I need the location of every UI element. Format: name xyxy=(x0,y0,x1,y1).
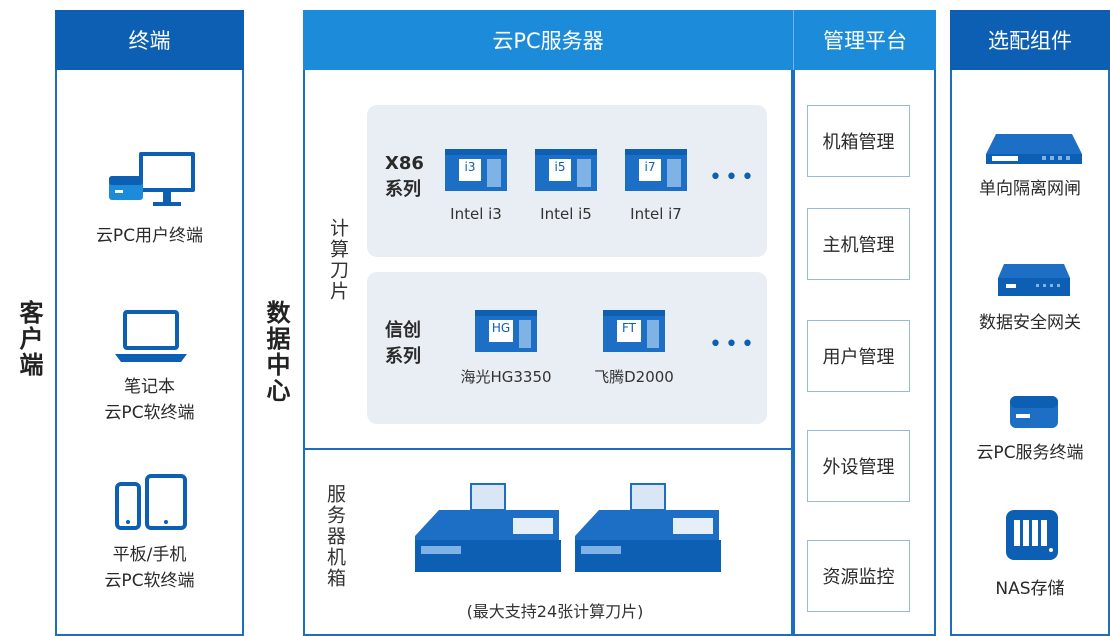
blade-ft-icon xyxy=(603,310,665,352)
security-gateway-icon xyxy=(998,264,1070,296)
chassis-divider xyxy=(305,448,791,450)
optional-header: 选配组件 xyxy=(950,10,1110,70)
isolation-gateway-icon xyxy=(986,134,1082,164)
blade-hg-label: 海光HG3350 xyxy=(460,368,552,386)
laptop-label: 笔记本 云PC软终端 xyxy=(104,377,195,423)
mgmt-item-host[interactable]: 主机管理 xyxy=(807,208,910,280)
tablet-label: 平板/手机 云PC软终端 xyxy=(104,545,195,591)
xinchuang-series-box: 信创 系列 HG 海光HG3350 FT 飞腾D2000 ••• xyxy=(367,272,767,424)
optional-header-label: 选配组件 xyxy=(988,29,1072,53)
blade-i7-icon xyxy=(625,149,687,191)
management-panel: 管理平台 机箱管理 主机管理 用户管理 外设管理 资源监控 xyxy=(793,10,936,636)
nas-storage-label: NAS存储 xyxy=(995,579,1065,599)
blade-i3-badge: i3 xyxy=(464,160,476,174)
blade-hg: HG xyxy=(473,308,539,358)
service-terminal-label: 云PC服务终端 xyxy=(976,443,1084,463)
mgmt-item-user[interactable]: 用户管理 xyxy=(807,320,910,392)
compute-blades-label: 计算刀片 xyxy=(327,218,349,302)
server-chassis-icon xyxy=(415,483,721,572)
chassis-label: 服务器机箱 xyxy=(324,484,346,589)
blade-i5-icon xyxy=(535,149,597,191)
client-side-label: 客户端 xyxy=(15,300,43,378)
mgmt-item-chassis[interactable]: 机箱管理 xyxy=(807,105,910,177)
isolation-gateway-label: 单向隔离网闸 xyxy=(979,179,1081,199)
mgmt-item-resource[interactable]: 资源监控 xyxy=(807,540,910,612)
tablet-phone-icon xyxy=(115,474,187,530)
blade-i5-badge: i5 xyxy=(554,160,566,174)
blade-i7-badge: i7 xyxy=(644,160,656,174)
management-header-label: 管理平台 xyxy=(823,29,907,53)
blade-ft-badge: FT xyxy=(621,321,637,335)
blade-i7-label: Intel i7 xyxy=(630,205,682,223)
terminal-header: 终端 xyxy=(55,10,244,70)
security-gateway-label: 数据安全网关 xyxy=(979,313,1081,333)
desktop-terminal-label: 云PC用户终端 xyxy=(95,226,204,246)
blade-i7: i7 xyxy=(623,147,689,197)
service-terminal-icon xyxy=(1010,396,1058,428)
terminal-panel: 终端 云PC用户终端 笔记本 云PC软终端 平板/手机 云PC软终端 xyxy=(55,10,244,636)
blade-i5-label: Intel i5 xyxy=(540,205,592,223)
x86-more-icon: ••• xyxy=(709,165,757,190)
x86-series-title: X86 系列 xyxy=(385,153,424,200)
blade-ft-label: 飞腾D2000 xyxy=(594,368,674,386)
blade-hg-icon xyxy=(475,310,537,352)
desktop-terminal-icon xyxy=(109,152,195,206)
server-header: 云PC服务器 xyxy=(303,10,793,70)
management-header: 管理平台 xyxy=(793,10,936,70)
blade-i3-icon xyxy=(445,149,507,191)
blade-ft: FT xyxy=(601,308,667,358)
x86-series-box: X86 系列 i3 Intel i3 i5 Intel i5 xyxy=(367,105,767,257)
data-center-label: 数据中心 xyxy=(262,300,290,404)
blade-hg-badge: HG xyxy=(491,321,511,335)
blade-i3-label: Intel i3 xyxy=(450,205,502,223)
terminal-header-label: 终端 xyxy=(128,29,171,53)
xinchuang-more-icon: ••• xyxy=(709,332,757,357)
nas-storage-icon xyxy=(1006,510,1058,560)
chassis-caption: (最大支持24张计算刀片) xyxy=(466,602,644,621)
xinchuang-series-title: 信创 系列 xyxy=(385,320,421,367)
mgmt-item-peripheral[interactable]: 外设管理 xyxy=(807,430,910,502)
blade-i5: i5 xyxy=(533,147,599,197)
laptop-icon xyxy=(115,310,187,362)
blade-i3: i3 xyxy=(443,147,509,197)
server-header-label: 云PC服务器 xyxy=(492,29,604,53)
optional-panel: 选配组件 单向隔离网闸 数据安全网关 云PC服务终端 NAS存储 xyxy=(950,10,1110,636)
server-panel: 云PC服务器 计算刀片 X86 系列 i3 Intel i3 i5 Inte xyxy=(303,10,793,636)
